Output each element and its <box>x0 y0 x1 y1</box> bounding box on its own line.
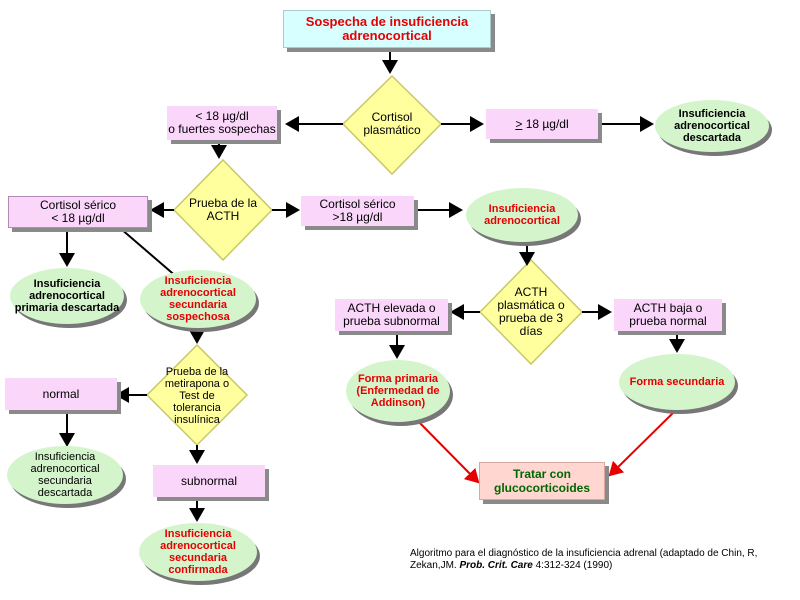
acth-baja-label: ACTH baja o prueba normal <box>629 301 707 328</box>
ge18-node: > 18 µg/dl <box>486 109 598 139</box>
cortisol-serico-lt-label: Cortisol sérico < 18 µg/dl <box>39 198 117 225</box>
metirapona-label: Prueba de la metirapona o Test de tolera… <box>164 366 230 426</box>
forma-primaria-label: Forma primaria (Enfermedad de Addinson) <box>356 373 440 409</box>
metirapona-label-box: Prueba de la metirapona o Test de tolera… <box>147 366 247 426</box>
diamond-acth-plasmatica <box>478 258 584 366</box>
primaria-descartada-oval: Insuficiencia adrenocortical primaria de… <box>10 268 124 324</box>
acth-baja-node: ACTH baja o prueba normal <box>614 299 722 331</box>
insuf-adrenocortical-oval: Insuficiencia adrenocortical <box>466 188 578 242</box>
cortisol-serico-gt-node: Cortisol sérico >18 µg/dl <box>301 196 414 226</box>
edge-serico-lt-secundaria-sospechosa <box>119 227 179 279</box>
diamond-cortisol-plasmatico <box>341 74 443 176</box>
prueba-acth-label-box: Prueba de la ACTH <box>174 194 272 226</box>
forma-primaria-oval: Forma primaria (Enfermedad de Addinson) <box>346 360 450 422</box>
secundaria-confirmada-label: Insuficiencia adrenocortical secundaria … <box>160 528 236 576</box>
acth-elevada-node: ACTH elevada o prueba subnormal <box>335 299 448 331</box>
caption-journal: Prob. Crit. Care <box>459 560 533 571</box>
lt18-label: < 18 µg/dl o fuertes sospechas <box>168 109 276 136</box>
ge18-value: 18 µg/dl <box>522 116 569 131</box>
descartada-top-label: Insuficiencia adrenocortical descartada <box>674 108 750 144</box>
forma-secundaria-label: Forma secundaria <box>629 376 725 388</box>
secundaria-sospechosa-oval: Insuficiencia adrenocortical secundaria … <box>140 270 256 328</box>
caption-ref: 4:312-324 (1990) <box>532 560 613 571</box>
prueba-acth-label: Prueba de la ACTH <box>188 196 258 223</box>
cortisol-serico-lt-node: Cortisol sérico < 18 µg/dl <box>8 196 148 228</box>
acth-plasmatica-label-box: ACTH plasmática o prueba de 3 días <box>480 283 582 341</box>
diamond-prueba-acth <box>172 158 274 262</box>
primaria-descartada-label: Insuficiencia adrenocortical primaria de… <box>14 278 120 314</box>
insuf-adrenocortical-label: Insuficiencia adrenocortical <box>484 203 560 227</box>
edge-secundaria-tratar <box>608 409 677 477</box>
caption-text: Algoritmo para el diagnóstico de la insu… <box>410 548 758 571</box>
descartada-top-oval: Insuficiencia adrenocortical descartada <box>655 100 769 152</box>
normal-node: normal <box>5 378 117 410</box>
start-node: Sospecha de insuficiencia adrenocortical <box>283 10 491 48</box>
cortisol-plasmatico-label: Cortisol plasmático <box>363 110 421 137</box>
figure-caption: Algoritmo para el diagnóstico de la insu… <box>410 548 790 572</box>
acth-plasmatica-label: ACTH plasmática o prueba de 3 días <box>497 285 565 338</box>
edge-primaria-tratar <box>411 414 480 484</box>
cortisol-serico-gt-label: Cortisol sérico >18 µg/dl <box>319 197 396 224</box>
secundaria-sospechosa-label: Insuficiencia adrenocortical secundaria … <box>160 275 236 323</box>
normal-label: normal <box>42 386 80 401</box>
lt18-node: < 18 µg/dl o fuertes sospechas <box>167 106 277 140</box>
subnormal-node: subnormal <box>153 465 265 497</box>
secundaria-descartada-oval: Insuficiencia adrenocortical secundaria … <box>7 446 123 504</box>
forma-secundaria-oval: Forma secundaria <box>619 354 735 410</box>
subnormal-label: subnormal <box>180 473 238 488</box>
secundaria-descartada-label: Insuficiencia adrenocortical secundaria … <box>30 451 100 499</box>
start-node-label: Sospecha de insuficiencia adrenocortical <box>305 14 469 43</box>
acth-elevada-label: ACTH elevada o prueba subnormal <box>343 301 440 328</box>
cortisol-plasmatico-label-box: Cortisol plasmático <box>343 108 441 140</box>
tratar-node: Tratar con glucocorticoides <box>479 462 605 500</box>
secundaria-confirmada-oval: Insuficiencia adrenocortical secundaria … <box>139 523 257 581</box>
ge18-symbol: > <box>515 116 523 131</box>
tratar-label: Tratar con glucocorticoides <box>493 467 591 495</box>
ge18-label: > 18 µg/dl <box>515 116 569 131</box>
